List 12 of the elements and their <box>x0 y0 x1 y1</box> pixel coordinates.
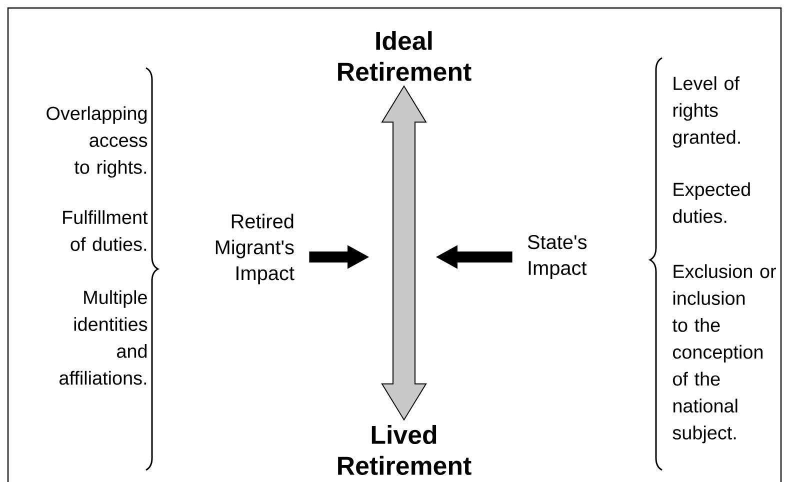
node-label: Ideal Retirement <box>338 31 472 81</box>
note-text: Exclusion or inclusion to the conception of the national subject. <box>672 264 776 444</box>
note-text: Multiple identities and affiliations. <box>60 290 148 385</box>
arrow <box>309 245 370 269</box>
note-text: Overlapping access to rights. <box>46 106 148 178</box>
note-text: Fulfillment of duties. <box>63 210 148 251</box>
node-label: State's Impact <box>528 235 587 279</box>
note-text: Expected duties. <box>673 182 750 223</box>
note-text: Level of rights granted. <box>673 76 740 148</box>
node-label: Retired Migrant's Impact <box>216 214 294 284</box>
node-label: Lived Retirement <box>338 425 472 475</box>
arrow <box>436 245 512 269</box>
